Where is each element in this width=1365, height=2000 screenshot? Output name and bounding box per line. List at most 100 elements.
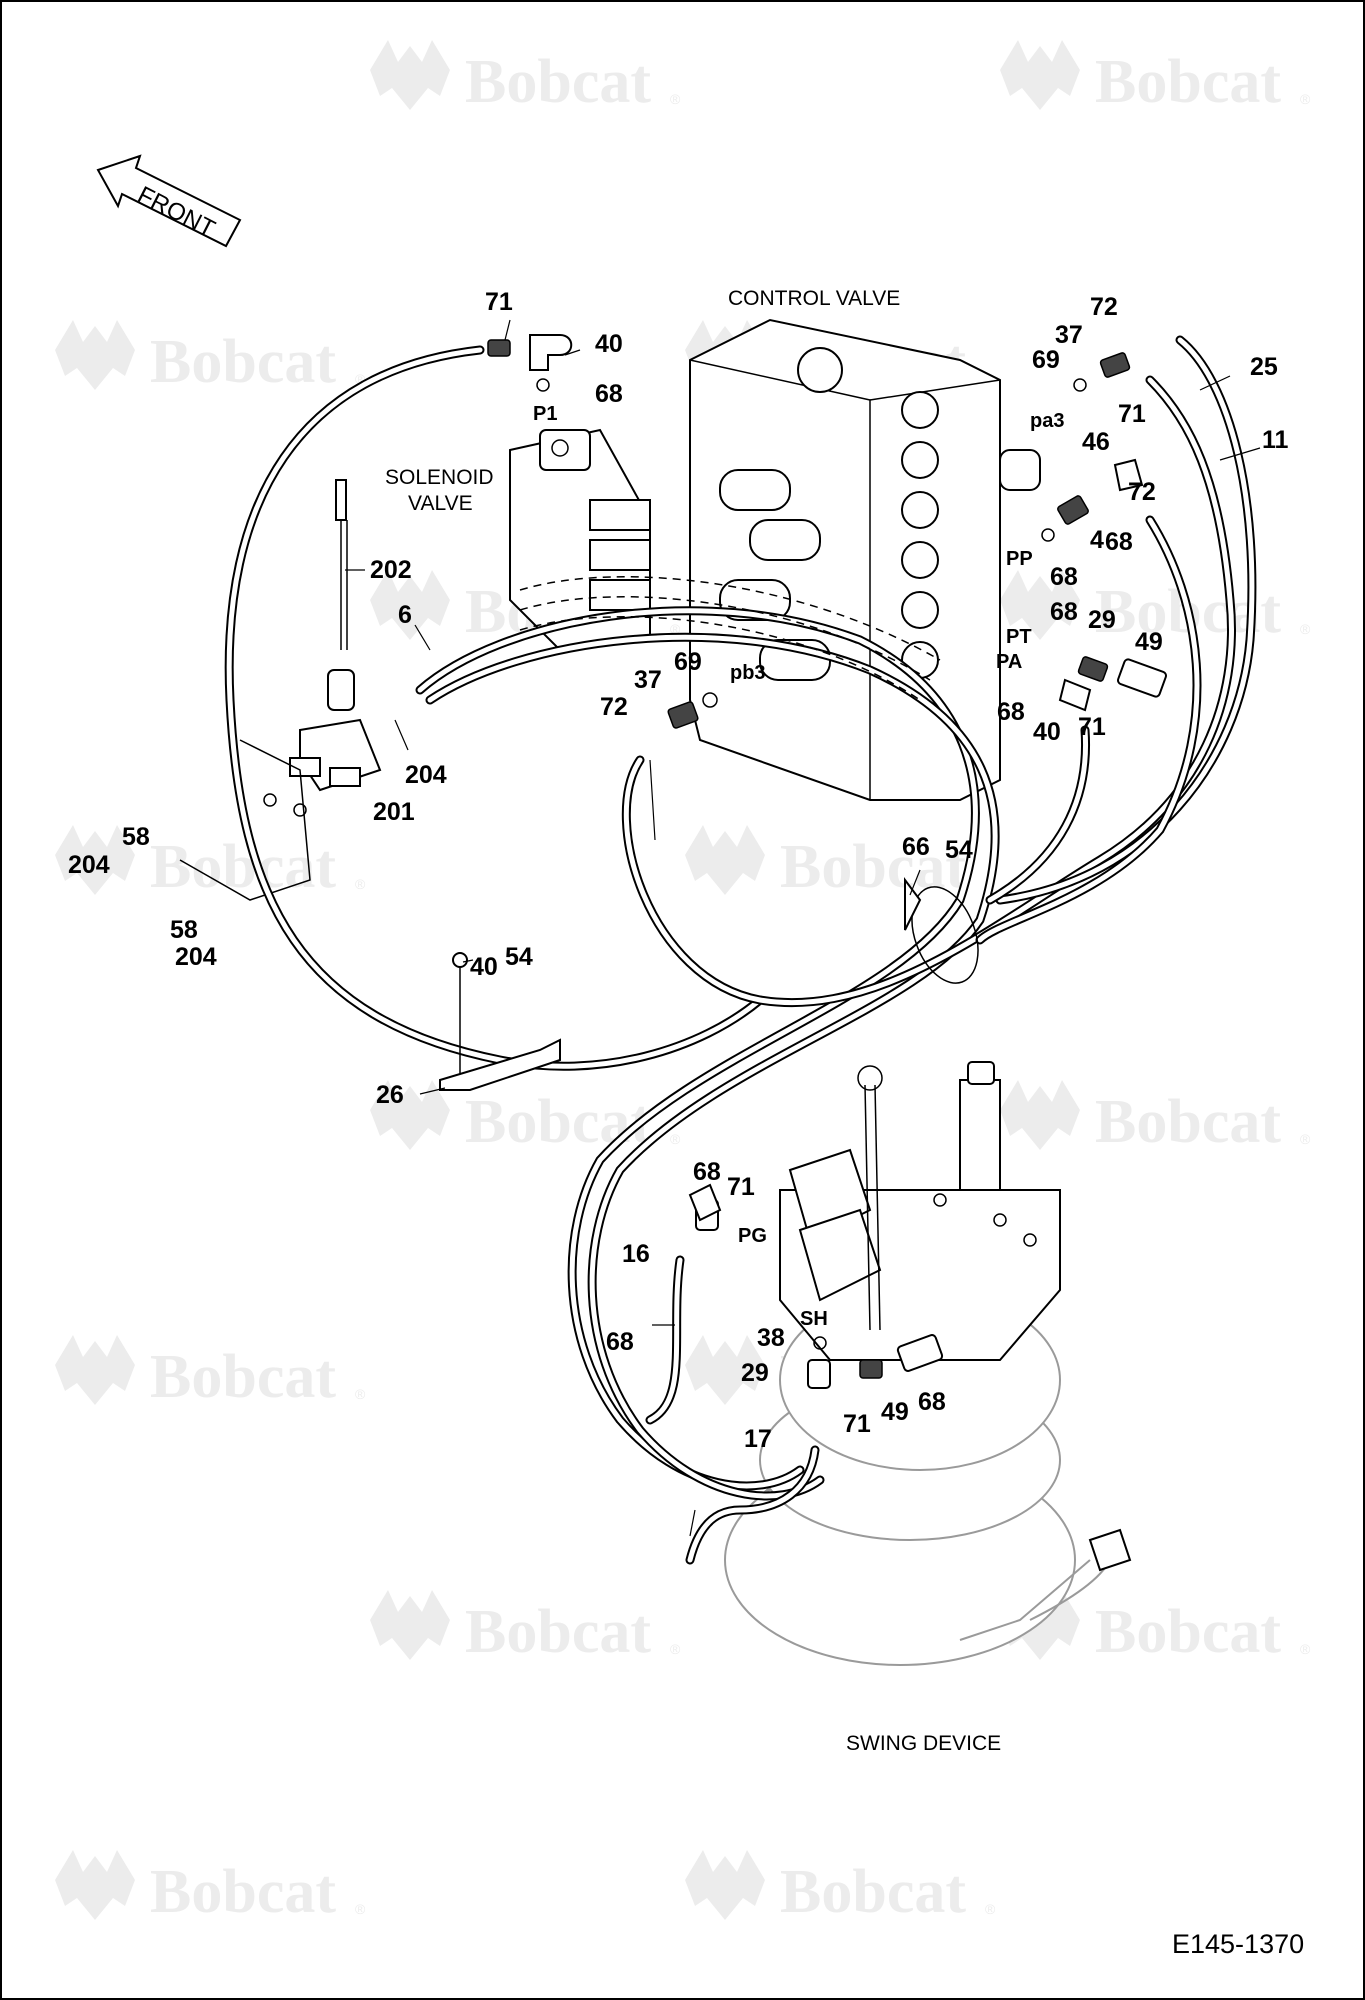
port-label: PG [738,1225,767,1247]
solenoid-valve-label-line2: VALVE [408,492,473,515]
callout-number: 40 [1033,718,1061,746]
watermark: Bobcat ® [1000,40,1311,116]
callout-number: 17 [744,1425,772,1453]
callout-number: 69 [1032,346,1060,374]
watermark-text: Bobcat [780,833,966,901]
control-valve-drawing [689,318,1041,801]
watermark-registered: ® [985,1901,996,1917]
watermark-text: Bobcat [465,1598,651,1666]
callout-number: 71 [1078,713,1106,741]
callout-number: 68 [1050,598,1078,626]
watermark-registered: ® [1300,621,1311,637]
callout-number: 68 [693,1158,721,1186]
watermark-registered: ® [355,1901,366,1917]
watermark: Bobcat® [685,825,996,901]
callout-number: 58 [122,823,150,851]
watermark-registered: ® [670,91,681,107]
callout-number: 68 [1050,563,1078,591]
drawing-number: E145-1370 [1172,1929,1304,1959]
watermark-registered: ® [1300,1641,1311,1657]
callout-number: 40 [595,330,623,358]
callout-number: 69 [674,648,702,676]
watermark: Bobcat ® [370,40,681,116]
watermark-text: Bobcat [780,1858,966,1926]
control-valve-label: CONTROL VALVE [728,287,900,310]
callout-number: 204 [68,851,110,879]
callout-number: 204 [405,761,447,789]
leader-lines [345,319,1261,1537]
callout-number: 68 [606,1328,634,1356]
watermark-registered: ® [355,876,366,892]
callout-number: 201 [373,798,415,826]
watermark-text: Bobcat [150,1343,336,1411]
fittings-layer [487,334,1167,1389]
solenoid-valve-label-line1: SOLENOID [385,466,494,489]
callout-number: 72 [1090,293,1118,321]
callout-number: 54 [945,836,973,864]
hose-layer [224,335,1257,1565]
watermark: Bobcat ® [55,1335,366,1411]
callout-number: 68 [918,1388,946,1416]
port-label: SH [800,1308,828,1330]
callout-number: 49 [881,1398,909,1426]
watermark: Bobcat® [370,1590,681,1666]
callout-number: 6 [398,601,412,629]
watermark-registered: ® [670,621,681,637]
swing-device-label: SWING DEVICE [846,1732,1001,1755]
callout-number: 37 [1055,321,1083,349]
callout-number: 29 [741,1359,769,1387]
clamp-and-bracket [439,877,979,1091]
callout-number: 72 [1128,478,1156,506]
watermark-text: Bobcat [150,833,336,901]
callout-number: 71 [843,1410,871,1438]
watermark: Bobcat ® [55,320,366,396]
watermark: Bobcat® [55,1850,366,1926]
watermark-registered: ® [355,371,366,387]
port-label: PT [1006,626,1032,648]
callout-number: 46 [1082,428,1110,456]
callout-number: 25 [1250,353,1278,381]
port-label: pa3 [1030,410,1064,432]
callout-number: 71 [1118,400,1146,428]
callout-number: 202 [370,556,412,584]
port-label: PA [996,651,1022,673]
watermark-registered: ® [1300,91,1311,107]
watermark-registered: ® [1300,1131,1311,1147]
callout-number: 54 [505,943,533,971]
callout-number: 16 [622,1240,650,1268]
swing-device-drawing [724,1061,1132,1666]
watermark-text: Bobcat [1095,1088,1281,1156]
watermark: Bobcat ® [1000,1590,1311,1666]
port-label: PP [1006,548,1033,570]
watermark-registered: ® [670,1131,681,1147]
callout-number: 204 [175,943,217,971]
watermark-text: Bobcat [1095,1598,1281,1666]
callout-number: 71 [485,288,513,316]
watermark: Bobcat® [370,1080,681,1156]
callout-number: 4 [1090,526,1104,554]
callout-number: 49 [1135,628,1163,656]
port-label: P1 [533,403,557,425]
callout-number: 38 [757,1324,785,1352]
watermark-text: Bobcat [465,48,651,116]
watermark: Bobcat ® [685,1850,996,1926]
callout-number: 68 [1105,528,1133,556]
watermark-text: Bobcat [1095,48,1281,116]
watermark-text: Bobcat [150,328,336,396]
callout-number: 72 [600,693,628,721]
callout-number: 37 [634,666,662,694]
port-label: pb3 [730,662,766,684]
callout-number: 29 [1088,606,1116,634]
callout-number: 11 [1262,426,1289,454]
solenoid-valve-drawing [509,428,651,652]
callout-number: 66 [902,833,930,861]
callout-number: 40 [470,953,498,981]
watermark-registered: ® [355,1386,366,1402]
watermark: Bobcat ® [55,825,366,901]
pressure-switch-assembly [179,479,382,901]
watermark-layer: Bobcat ® Bobcat ® Bobcat ® Bobcat ® Bobcat ® Bobca… [55,40,1311,1926]
callout-number: 26 [376,1081,404,1109]
